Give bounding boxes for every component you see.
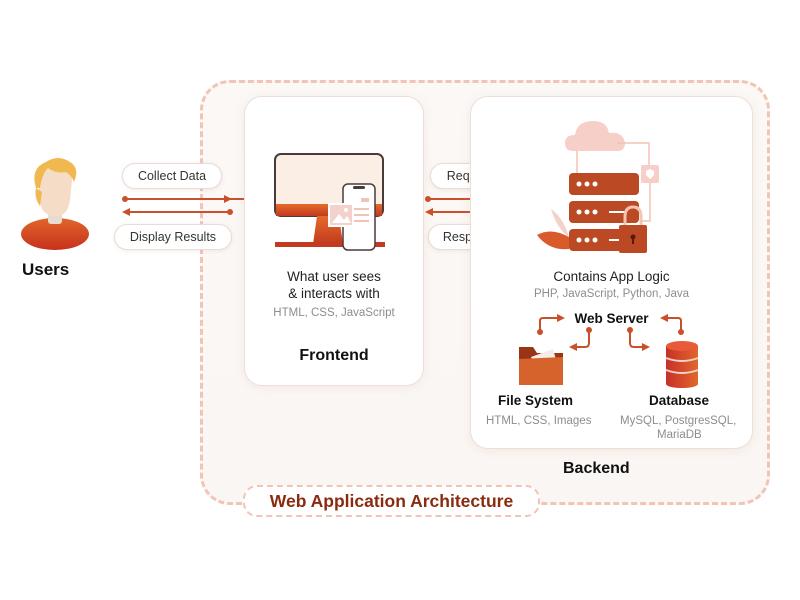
backend-title: Backend [563, 460, 630, 477]
web-server-connectors [537, 314, 684, 351]
frontend-description-line2: & interacts with [288, 286, 380, 301]
backend-description: Contains App Logic [553, 269, 670, 284]
file-system-technologies: HTML, CSS, Images [486, 415, 592, 427]
diagram-title: Web Application Architecture [243, 485, 540, 517]
display-results-label: Display Results [114, 224, 232, 250]
database-technologies-line1: MySQL, PostgresSQL, [620, 415, 737, 427]
database-icon [665, 341, 699, 388]
desktop-mobile-icon [274, 153, 385, 251]
database-label: Database [649, 393, 710, 408]
backend-card: Contains App Logic PHP, JavaScript, Pyth… [470, 96, 753, 449]
frontend-technologies: HTML, CSS, JavaScript [273, 307, 395, 319]
folder-icon [519, 347, 563, 385]
display-results-arrow [122, 208, 233, 216]
database-technologies-line2: MariaDB [657, 429, 702, 441]
backend-technologies: PHP, JavaScript, Python, Java [533, 288, 690, 300]
file-system-label: File System [498, 393, 574, 408]
frontend-title: Frontend [299, 347, 369, 364]
web-server-label: Web Server [574, 311, 649, 326]
user-avatar-icon [21, 158, 89, 250]
server-cloud-icon [537, 121, 659, 253]
collect-data-arrow [122, 195, 346, 203]
users-label: Users [22, 260, 70, 279]
frontend-description-line1: What user sees [287, 269, 381, 284]
frontend-card: What user sees & interacts with HTML, CS… [244, 96, 424, 386]
collect-data-label: Collect Data [122, 163, 222, 189]
